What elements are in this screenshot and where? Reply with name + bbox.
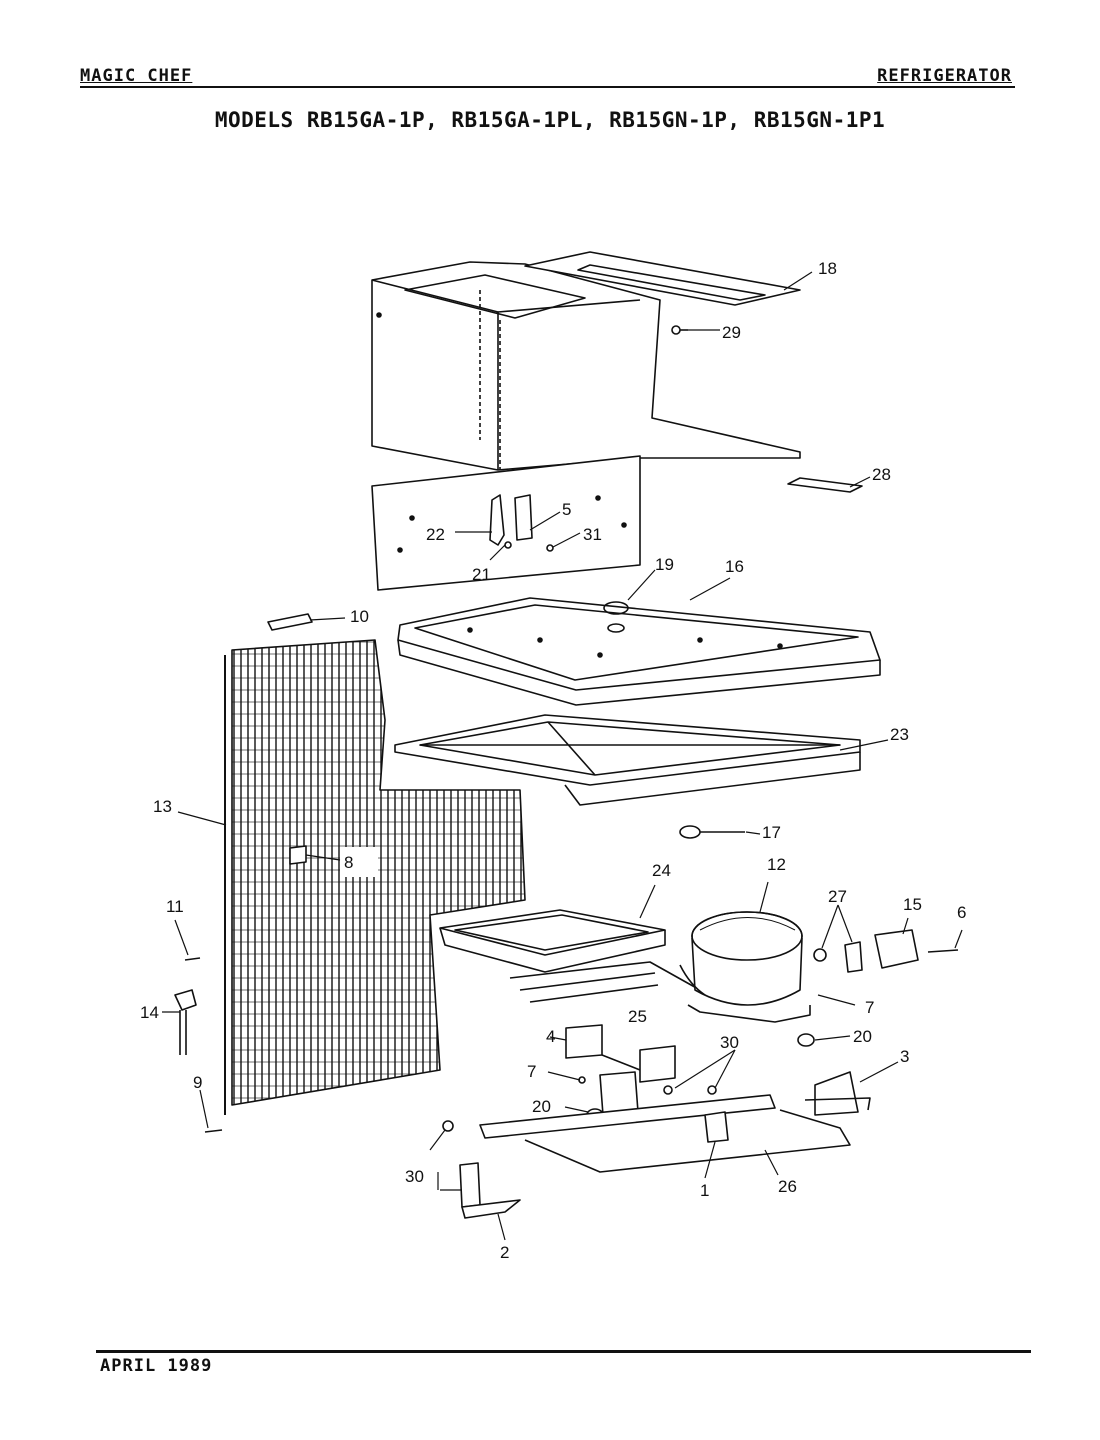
callout-3: 3 — [900, 1047, 909, 1066]
callout-16: 16 — [725, 557, 744, 576]
callout-6: 6 — [957, 903, 966, 922]
callout-13: 13 — [153, 797, 172, 816]
publication-date: APRIL 1989 — [100, 1356, 213, 1376]
callout-8: 8 — [344, 853, 353, 872]
relay-overload — [813, 929, 959, 973]
callout-14: 14 — [140, 1003, 159, 1022]
callout-11: 11 — [166, 897, 184, 916]
callout-20-base: 20 — [532, 1097, 551, 1116]
thermostat-bulb — [679, 825, 745, 839]
brand-name: MAGIC CHEF — [80, 66, 193, 86]
callout-24: 24 — [652, 861, 671, 880]
callout-9: 9 — [193, 1073, 202, 1092]
leader-lines — [162, 271, 963, 1241]
clip-part-8 — [289, 845, 307, 865]
top-panel — [524, 251, 801, 306]
callout-22: 22 — [426, 525, 445, 544]
callout-27: 27 — [828, 887, 847, 906]
screw-part-29 — [671, 325, 688, 335]
callout-15: 15 — [903, 895, 922, 914]
callout-25: 25 — [628, 1007, 647, 1026]
callout-30-upper: 30 — [720, 1033, 739, 1052]
strip-part-28 — [787, 477, 863, 493]
filter-drier — [174, 957, 223, 1133]
evaporator-tray — [397, 597, 881, 706]
callout-28: 28 — [872, 465, 891, 484]
bracket-part-4 — [565, 1024, 676, 1083]
bracket-part-10 — [267, 613, 313, 631]
callout-labels: 18 29 28 5 22 31 21 19 16 10 23 13 17 8 … — [140, 259, 966, 1262]
drip-tray — [394, 714, 861, 806]
callout-18: 18 — [818, 259, 837, 278]
header-rule — [80, 86, 1015, 88]
callout-26: 26 — [778, 1177, 797, 1196]
bracket-part-2 — [459, 1162, 521, 1219]
callout-29: 29 — [722, 323, 741, 342]
product-type: REFRIGERATOR — [877, 66, 1012, 86]
heater-loop — [509, 961, 701, 1003]
callout-31: 31 — [583, 525, 602, 544]
base-rail — [442, 1094, 851, 1173]
callout-7-bracket: 7 — [527, 1062, 536, 1081]
models-title: MODELS RB15GA-1P, RB15GA-1PL, RB15GN-1P,… — [214, 108, 886, 132]
rear-panel — [371, 455, 641, 591]
callout-17: 17 — [762, 823, 781, 842]
compressor — [679, 911, 811, 1023]
callout-30-lower: 30 — [405, 1167, 424, 1186]
callout-12: 12 — [767, 855, 786, 874]
condenser-coil — [224, 639, 526, 1115]
footer-rule — [96, 1350, 1031, 1353]
callout-4: 4 — [546, 1027, 555, 1046]
callout-7-compressor: 7 — [865, 998, 874, 1017]
callout-5: 5 — [562, 500, 571, 519]
callout-19: 19 — [655, 555, 674, 574]
callout-21: 21 — [472, 565, 491, 584]
bracket-part-3 — [804, 1071, 871, 1116]
callout-1: 1 — [700, 1181, 709, 1200]
callout-20-compressor: 20 — [853, 1027, 872, 1046]
callout-23: 23 — [890, 725, 909, 744]
freezer-liner — [371, 261, 801, 471]
callout-2: 2 — [500, 1243, 509, 1262]
drain-pan — [439, 909, 666, 973]
callout-10: 10 — [350, 607, 369, 626]
